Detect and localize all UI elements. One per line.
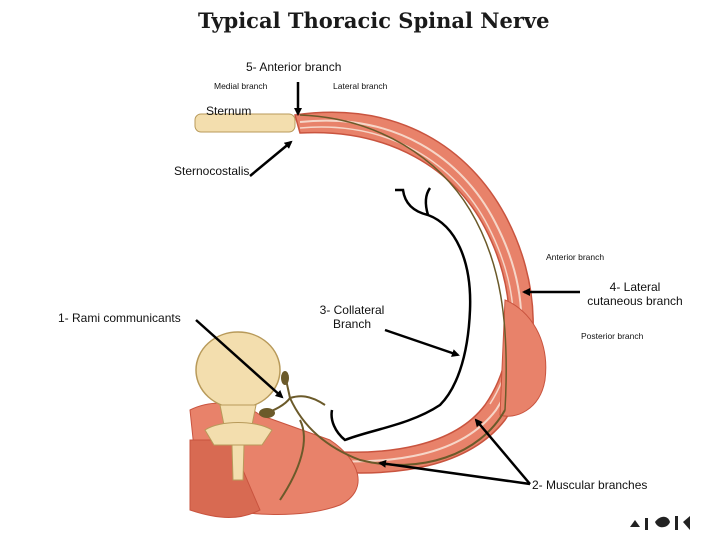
arrow-rami <box>195 319 284 399</box>
label-sternum: Sternum <box>206 104 252 118</box>
label-medial-branch: Medial branch <box>214 81 268 91</box>
label-lateral-branch: Lateral branch <box>333 81 388 91</box>
sympathetic-ganglion <box>259 371 289 418</box>
arrow-sternocostalis <box>249 140 293 177</box>
collateral-branch-path <box>330 187 472 442</box>
label-lateral-cutaneous-line1: 4- Lateral <box>609 280 661 294</box>
arrow-collateral <box>384 328 460 357</box>
pointer-arrows <box>195 82 580 486</box>
label-collateral-line1: 3- Collateral <box>319 303 385 317</box>
label-muscular-branches: 2- Muscular branches <box>532 478 648 492</box>
label-sternocostalis: Sternocostalis <box>174 164 250 178</box>
label-lateral-cutaneous: 4- Lateral cutaneous branch <box>582 280 688 308</box>
label-rami-communicants: 1- Rami communicants <box>58 311 181 325</box>
sternum-bone <box>194 113 296 133</box>
lateral-muscles <box>499 299 547 417</box>
label-posterior-branch: Posterior branch <box>581 331 644 341</box>
label-anterior-branch-5: 5- Anterior branch <box>246 60 342 74</box>
label-lateral-cutaneous-line2: cutaneous branch <box>587 294 683 308</box>
vertebra <box>195 331 281 481</box>
diagram-title: Typical Thoracic Spinal Nerve <box>198 8 550 33</box>
watermark-signature <box>630 516 690 530</box>
label-collateral-line2: Branch <box>332 317 372 331</box>
spinal-nerve <box>261 114 507 501</box>
arrow-muscular-2 <box>474 418 531 485</box>
label-anterior-branch: Anterior branch <box>546 252 605 262</box>
arrow-muscular-1 <box>378 459 531 486</box>
label-collateral: 3- Collateral Branch <box>312 303 392 331</box>
